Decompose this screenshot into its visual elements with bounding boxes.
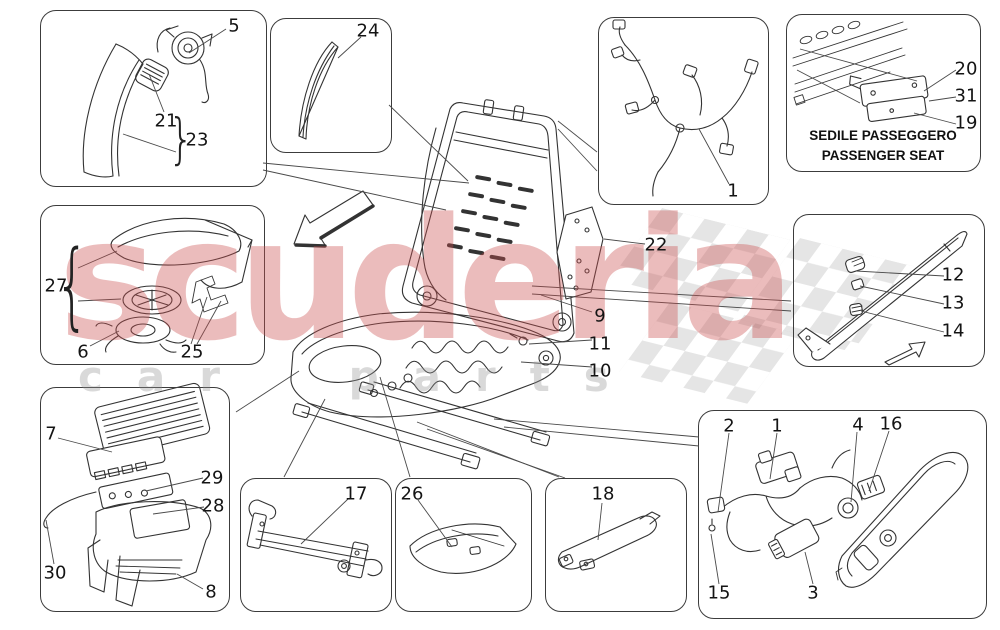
side-trim-panel-art xyxy=(835,452,969,588)
callout-8: 8 xyxy=(205,581,217,603)
callout-2: 2 xyxy=(723,415,735,437)
backrest-side-panel-art xyxy=(82,43,144,178)
box-seat-harness xyxy=(598,17,769,205)
box-passenger-seat xyxy=(786,14,981,172)
callout-3: 3 xyxy=(807,582,819,604)
box-wire-bracket xyxy=(545,478,687,612)
box-crossmember xyxy=(240,478,392,612)
direction-arrow-up-right xyxy=(884,341,926,366)
callout-28: 28 xyxy=(201,495,225,517)
backrest-pad-art xyxy=(298,41,339,140)
box-cushion-subwoofer xyxy=(40,205,265,365)
box-switches-trim xyxy=(698,410,987,619)
callout-30: 30 xyxy=(43,562,67,584)
callout-20: 20 xyxy=(954,58,978,80)
underseat-tray-art xyxy=(87,501,212,607)
box-backrest-pad xyxy=(270,18,392,153)
callout-4: 4 xyxy=(852,414,864,436)
passenger-seat-caption: SEDILE PASSEGGERO PASSENGER SEAT xyxy=(792,126,974,165)
callout-21: 21 xyxy=(154,110,178,132)
callout-29: 29 xyxy=(200,467,224,489)
direction-arrow-left xyxy=(293,190,375,248)
callout-11: 11 xyxy=(588,333,612,355)
passenger-seat-caption-line1: SEDILE PASSEGGERO xyxy=(809,128,957,143)
callout-17: 17 xyxy=(344,483,368,505)
box-cushion-panel xyxy=(395,478,532,612)
box-rail-bracket xyxy=(793,214,985,367)
wire-bracket-18-art xyxy=(557,511,661,571)
callout-19: 19 xyxy=(954,112,978,134)
callout-24: 24 xyxy=(356,20,380,42)
callout-1-switch: 1 xyxy=(771,415,783,437)
callout-9: 9 xyxy=(594,305,606,327)
callout-7: 7 xyxy=(45,423,57,445)
callout-10: 10 xyxy=(588,360,612,382)
callout-5: 5 xyxy=(228,15,240,37)
callout-16: 16 xyxy=(879,413,903,435)
wire-30-art xyxy=(43,491,97,529)
backrest-frame-art xyxy=(401,99,575,346)
seat-base-frame-art xyxy=(290,311,561,470)
callout-1-harness: 1 xyxy=(727,180,739,202)
callout-23: 23 xyxy=(185,129,209,151)
box-headrest-actuator xyxy=(40,10,267,187)
callout-6: 6 xyxy=(77,341,89,363)
callout-31: 31 xyxy=(954,85,978,107)
callout-26: 26 xyxy=(400,483,424,505)
callout-22: 22 xyxy=(644,234,668,256)
passenger-seat-caption-line2: PASSENGER SEAT xyxy=(821,147,945,163)
callout-13: 13 xyxy=(941,292,965,314)
callout-15: 15 xyxy=(707,582,731,604)
callout-18: 18 xyxy=(591,483,615,505)
callout-25: 25 xyxy=(180,341,204,363)
checkered-flag-pattern-lower xyxy=(619,302,799,404)
box-underseat-electronics xyxy=(40,387,230,612)
callout-14: 14 xyxy=(941,320,965,342)
callout-27: 27 xyxy=(44,275,68,297)
callout-12: 12 xyxy=(941,264,965,286)
